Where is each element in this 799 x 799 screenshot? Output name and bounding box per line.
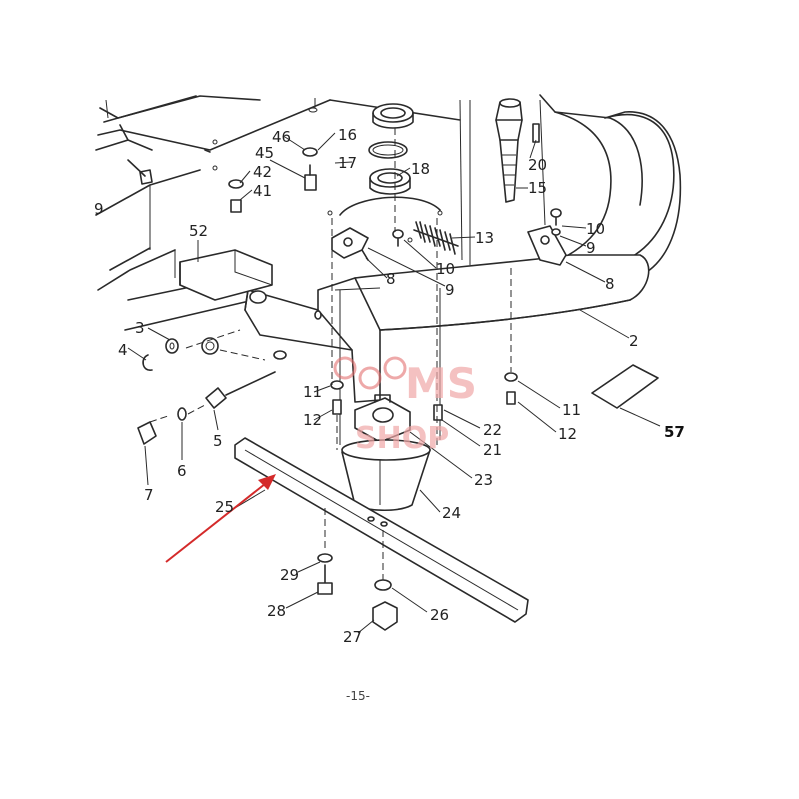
part-label-6: 6: [177, 462, 187, 480]
blade-adapter-24: [341, 439, 431, 512]
nut-27: [372, 601, 398, 631]
watermark-circle-2: [358, 366, 382, 390]
decal-57: [591, 364, 659, 409]
bolt-41: [230, 199, 242, 213]
pin-20: [532, 123, 540, 143]
frame-tube: [244, 254, 650, 445]
nut-7: [137, 421, 157, 445]
part-label-2: 2: [629, 332, 639, 350]
bolt-28: [317, 564, 333, 595]
mower-deck-housing: [95, 95, 461, 331]
part-label-9-center: 9: [445, 281, 455, 299]
part-label-26: 26: [430, 606, 449, 624]
bearing-16: [372, 103, 414, 129]
part-label-7: 7: [144, 486, 154, 504]
part-label-24: 24: [442, 504, 461, 522]
plate-52: [179, 249, 273, 301]
part-label-28: 28: [267, 602, 286, 620]
part-label-45: 45: [255, 144, 274, 162]
spring-13: [413, 221, 459, 255]
part-label-10-right: 10: [586, 220, 605, 238]
bearing-18: [369, 168, 411, 195]
part-label-10-left: 10: [436, 260, 455, 278]
red-arrow-head: [258, 474, 276, 490]
bracket-8-right: [527, 225, 567, 266]
watermark-logo: MS SHOP: [333, 356, 477, 456]
part-label-15: 15: [528, 179, 547, 197]
stud-5: [205, 371, 276, 409]
part-label-18: 18: [411, 160, 430, 178]
hub-23: [354, 394, 411, 443]
part-label-57: 57: [664, 423, 685, 441]
red-indicator-arrow: [165, 474, 276, 563]
bolt-10-left: [392, 229, 404, 247]
leader-lines: [127, 132, 661, 634]
washer-29: [317, 553, 333, 563]
hardware-11-12-right: [504, 372, 518, 405]
part-label-3: 3: [135, 319, 145, 337]
bolt-10-right: [550, 208, 562, 226]
part-label-4: 4: [118, 341, 128, 359]
part-label-11-left: 11: [303, 383, 322, 401]
part-label-21: 21: [483, 441, 502, 459]
washer-42: [228, 179, 244, 189]
spindle-housing-outline: [339, 196, 441, 216]
part-label-46: 46: [272, 128, 291, 146]
part-label-42: 42: [253, 163, 272, 181]
part-label-8-left: 8: [386, 270, 396, 288]
part-label-27: 27: [343, 628, 362, 646]
part-label-9-upper-left: 9: [94, 200, 104, 218]
part-label-12-right: 12: [558, 425, 577, 443]
part-label-22: 22: [483, 421, 502, 439]
part-label-41: 41: [253, 182, 272, 200]
part-label-13: 13: [475, 229, 494, 247]
part-label-8-right: 8: [605, 275, 615, 293]
bolt-upper-left: [127, 159, 153, 185]
part-label-20: 20: [528, 156, 547, 174]
washer-3: [165, 338, 179, 354]
part-label-17: 17: [338, 154, 357, 172]
watermark-line2: SHOP: [355, 421, 449, 456]
spindle-shaft-15: [495, 98, 523, 203]
part-label-5: 5: [213, 432, 223, 450]
part-label-23: 23: [474, 471, 493, 489]
part-label-16: 16: [338, 126, 357, 144]
snap-ring-17: [368, 141, 408, 159]
clip-4: [142, 354, 153, 371]
part-label-29: 29: [280, 566, 299, 584]
assembly-dashed-lines: [149, 128, 512, 580]
page-number: -15-: [346, 689, 370, 703]
hardware-11-12-left: [330, 380, 344, 415]
red-arrow-shaft: [165, 479, 271, 563]
watermark-line1: MS: [405, 359, 477, 408]
bolt-45: [304, 164, 317, 191]
watermark-circle-3: [383, 356, 407, 380]
part-label-25: 25: [215, 498, 234, 516]
bushing-right-of-3: [201, 337, 219, 355]
washer-46: [302, 147, 318, 157]
part-label-11-right: 11: [562, 401, 581, 419]
part-label-12-left: 12: [303, 411, 322, 429]
part-number-labels: 16 17 18 46 45 42 41 20 15 13 10 9 8 10 …: [94, 126, 685, 646]
washer-9-right: [551, 228, 561, 236]
mower-blade-25: [234, 437, 529, 623]
part-label-9-right: 9: [586, 239, 596, 257]
washer-6: [177, 407, 187, 421]
part-label-52: 52: [189, 222, 208, 240]
watermark-circle-1: [333, 356, 357, 380]
bracket-8-left: [331, 227, 369, 261]
washer-26: [374, 579, 392, 591]
